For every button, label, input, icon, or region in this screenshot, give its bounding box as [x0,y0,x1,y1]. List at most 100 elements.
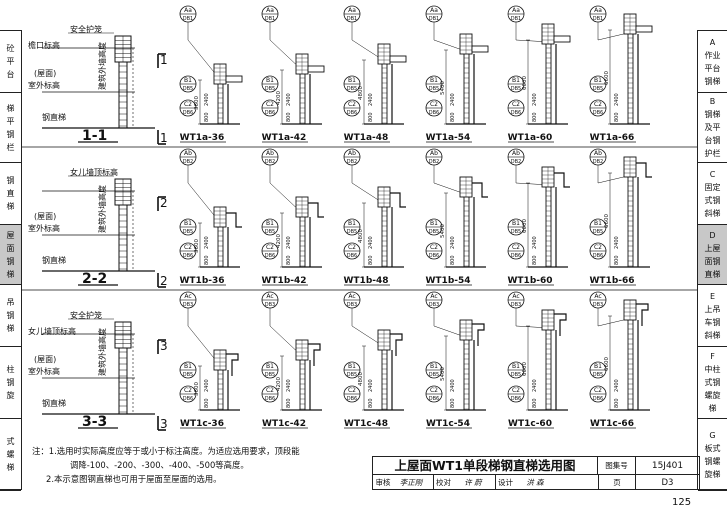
height-dim-1-1: 4200 [276,234,282,248]
tab-text: 钢 [6,378,15,387]
bubble-low-1-5-top: C2 [594,244,602,251]
bubble-mid-2-4-top: B1 [512,363,520,370]
bubble-top-0-3-top: Aa [430,7,438,14]
bubble-top-2-5-bottom: DB3 [593,302,603,308]
bubble-low-2-0-top: C2 [184,387,192,394]
bubble-mid-2-2-bottom: DB5 [347,372,357,378]
bubble-mid-1-3-bottom: DB5 [429,229,439,235]
label-height-2: 建筑外墙高度 [97,328,107,376]
cut-number-top-0: 1 [160,53,168,67]
model-label-2-1: WT1c-42 [262,419,306,429]
bubble-low-1-2-top: C2 [348,244,356,251]
bubble-top-0-4-bottom: DB1 [511,16,521,22]
tab-text: 梯 [6,463,15,472]
bubble-low-1-1-bottom: DB6 [265,253,275,259]
bubble-top-2-3-top: Ac [430,293,437,300]
left-tab-4[interactable]: 吊钢梯 [0,285,21,347]
drawing-title: 上屋面WT1单段梯钢直梯选用图 [373,457,598,475]
bubble-mid-1-1-top: B1 [266,220,274,227]
left-tab-2[interactable]: 钢直梯 [0,163,21,225]
bubble-top-2-0-top: Ac [184,293,191,300]
bubble-mid-2-1-bottom: DB5 [265,372,275,378]
label-eave-0: 檐口标高 [28,40,60,50]
label-outdoor-0: 室外标高 [28,80,60,90]
dim-b-1-3: 2400 [450,236,456,249]
height-dim-1-0: 3600 [194,239,200,253]
label-outdoor-2: 室外标高 [28,366,60,376]
bubble-top-1-2-bottom: DB2 [347,159,357,165]
bubble-mid-0-5-bottom: DB5 [593,86,603,92]
tab-text: 斜梯 [704,330,721,340]
roof-slab [635,25,653,33]
dim-b-2-0: 2400 [204,379,210,392]
bubble-low-0-4-bottom: DB6 [511,110,521,116]
left-tab-5[interactable]: 柱钢旋 [0,347,21,419]
roof-slab [471,45,489,53]
dim-b-0-2: 2400 [368,93,374,106]
tab-text: 面钢 [704,256,721,266]
dim-b-1-0: 2400 [204,236,210,249]
bubble-low-0-4-top: C2 [512,101,520,108]
bubble-mid-1-3-top: B1 [430,220,438,227]
dim-a-2-1: 800 [286,398,292,408]
bubble-low-0-5-top: C2 [594,101,602,108]
bubble-mid-0-3-top: B1 [430,77,438,84]
model-label-2-0: WT1c-36 [180,419,224,429]
label-floor-0: (屋面) [34,69,56,78]
tab-text: 车钢 [704,317,721,327]
model-label-2-4: WT1c-60 [508,419,552,429]
bubble-low-0-3-bottom: DB6 [429,110,439,116]
height-dim-0-4: 6000 [522,76,528,90]
bubble-low-2-2-bottom: DB6 [347,396,357,402]
bubble-mid-2-0-top: B1 [184,363,192,370]
height-dim-2-4: 6000 [522,362,528,376]
bubble-mid-0-3-bottom: DB5 [429,86,439,92]
tab-text: 旋 [6,391,15,400]
bubble-top-0-1-bottom: DB1 [265,16,275,22]
bubble-mid-2-5-top: B1 [594,363,602,370]
bubble-low-2-2-top: C2 [348,387,356,394]
left-tab-6[interactable]: 式螺梯 [0,419,21,491]
tab-text: 平 [6,57,15,66]
bubble-mid-1-5-bottom: DB5 [593,229,603,235]
label-top-1: 女儿墙顶标高 [70,167,118,177]
page-number: 125 [672,497,692,508]
cut-number-bottom-2: 3 [160,417,168,431]
parapet [636,162,652,178]
atlas-number: 15J401 [636,457,699,475]
model-label-0-2: WT1a-48 [344,133,389,143]
label-ladder-1: 钢直梯 [42,255,66,265]
bubble-low-0-2-bottom: DB6 [347,110,357,116]
height-dim-0-3: 5400 [440,81,446,95]
tab-letter: B [709,97,716,106]
cut-number-bottom-1: 2 [160,274,168,288]
bubble-low-0-5-bottom: DB6 [593,110,603,116]
dim-b-1-2: 2400 [368,236,374,249]
dim-a-0-5: 800 [614,112,620,122]
dim-b-2-2: 2400 [368,379,374,392]
bubble-top-0-4-top: Aa [512,7,520,14]
bubble-low-2-3-top: C2 [430,387,438,394]
left-tab-0[interactable]: 砼平台 [0,31,21,93]
label-ladder-0: 钢直梯 [42,112,66,122]
parapet [390,192,406,208]
tab-text: 屋 [6,230,15,240]
bubble-top-2-2-bottom: DB3 [347,302,357,308]
bubble-mid-0-1-bottom: DB5 [265,86,275,92]
left-tab-3[interactable]: 屋面钢梯 [0,225,21,285]
left-tab-1[interactable]: 梯平钢栏 [0,93,21,163]
dim-a-1-5: 800 [614,255,620,265]
model-label-1-2: WT1b-48 [343,276,388,286]
tab-text: 斜梯 [704,208,721,218]
parapet [226,212,242,228]
bubble-mid-0-5-top: B1 [594,77,602,84]
tab-text: 栏 [6,142,15,152]
model-label-0-3: WT1a-54 [426,133,471,143]
